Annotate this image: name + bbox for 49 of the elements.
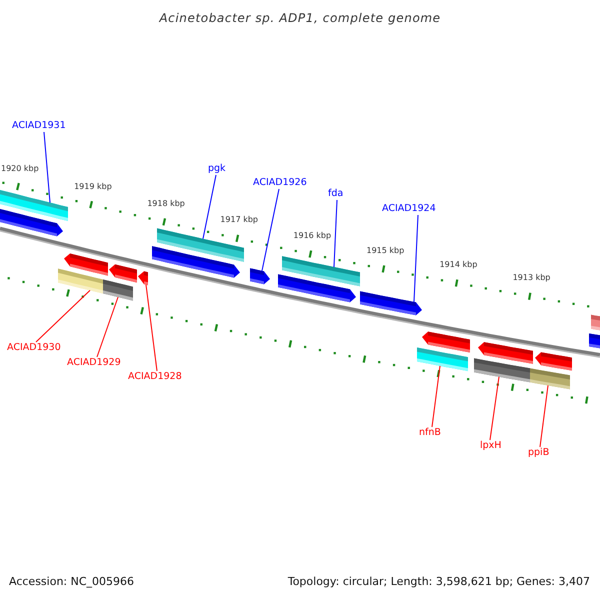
gene-label: ACIAD1931 [12,120,66,132]
accession-text: Accession: NC_005966 [9,575,134,589]
gene-feature [360,291,422,316]
leader-line [414,214,418,302]
gene-block [530,368,570,390]
leader-line [334,200,338,268]
scale-label: 1915 kbp [366,246,404,256]
scale-label: 1916 kbp [293,231,332,242]
gene-feature [422,332,470,352]
gene-feature [478,342,533,364]
gene-label: ACIAD1930 [7,342,61,354]
leader-line [490,376,500,440]
gene-label: fda [328,188,344,200]
leader-line [262,188,280,272]
map-title: Acinetobacter sp. ADP1, complete genome [159,10,441,26]
leader-line [432,365,440,428]
leader-line [146,284,158,372]
gene-feature [64,254,108,276]
gene-label: pgk [208,163,226,175]
scale-label: 1917 kbp [220,215,258,226]
gene-label: ppiB [528,447,550,459]
gene-label: nfnB [419,427,441,439]
gene-label: ACIAD1924 [382,203,436,215]
gene-feature [138,271,148,286]
scale-label: 1913 kbp [512,273,550,284]
scale-label: 1919 kbp [74,182,112,192]
gene-block [589,334,600,348]
gene-block [474,358,530,382]
scale-label: 1918 kbp [147,198,185,209]
gene-block [282,256,360,286]
gene-block [417,348,468,372]
gene-label: ACIAD1928 [128,371,182,383]
gene-block [157,228,244,262]
gene-label: lpxH [480,440,502,452]
gene-label: ACIAD1929 [67,357,121,369]
leader-line [44,132,50,204]
scale-label: 1914 kbp [440,260,478,270]
gene-block [591,314,600,330]
leader-line [540,385,548,448]
gene-feature [535,352,572,371]
gene-feature [109,264,137,283]
genome-stats-text: Topology: circular; Length: 3,598,621 bp; Genes: 3,407 [288,575,590,589]
leader-line [202,174,216,240]
gene-block [103,280,133,301]
gene-feature [250,268,270,284]
leader-line [36,290,90,342]
gene-feature [0,209,63,236]
scale-label: 1920 kbp [1,164,39,174]
gene-label: ACIAD1926 [253,177,307,189]
